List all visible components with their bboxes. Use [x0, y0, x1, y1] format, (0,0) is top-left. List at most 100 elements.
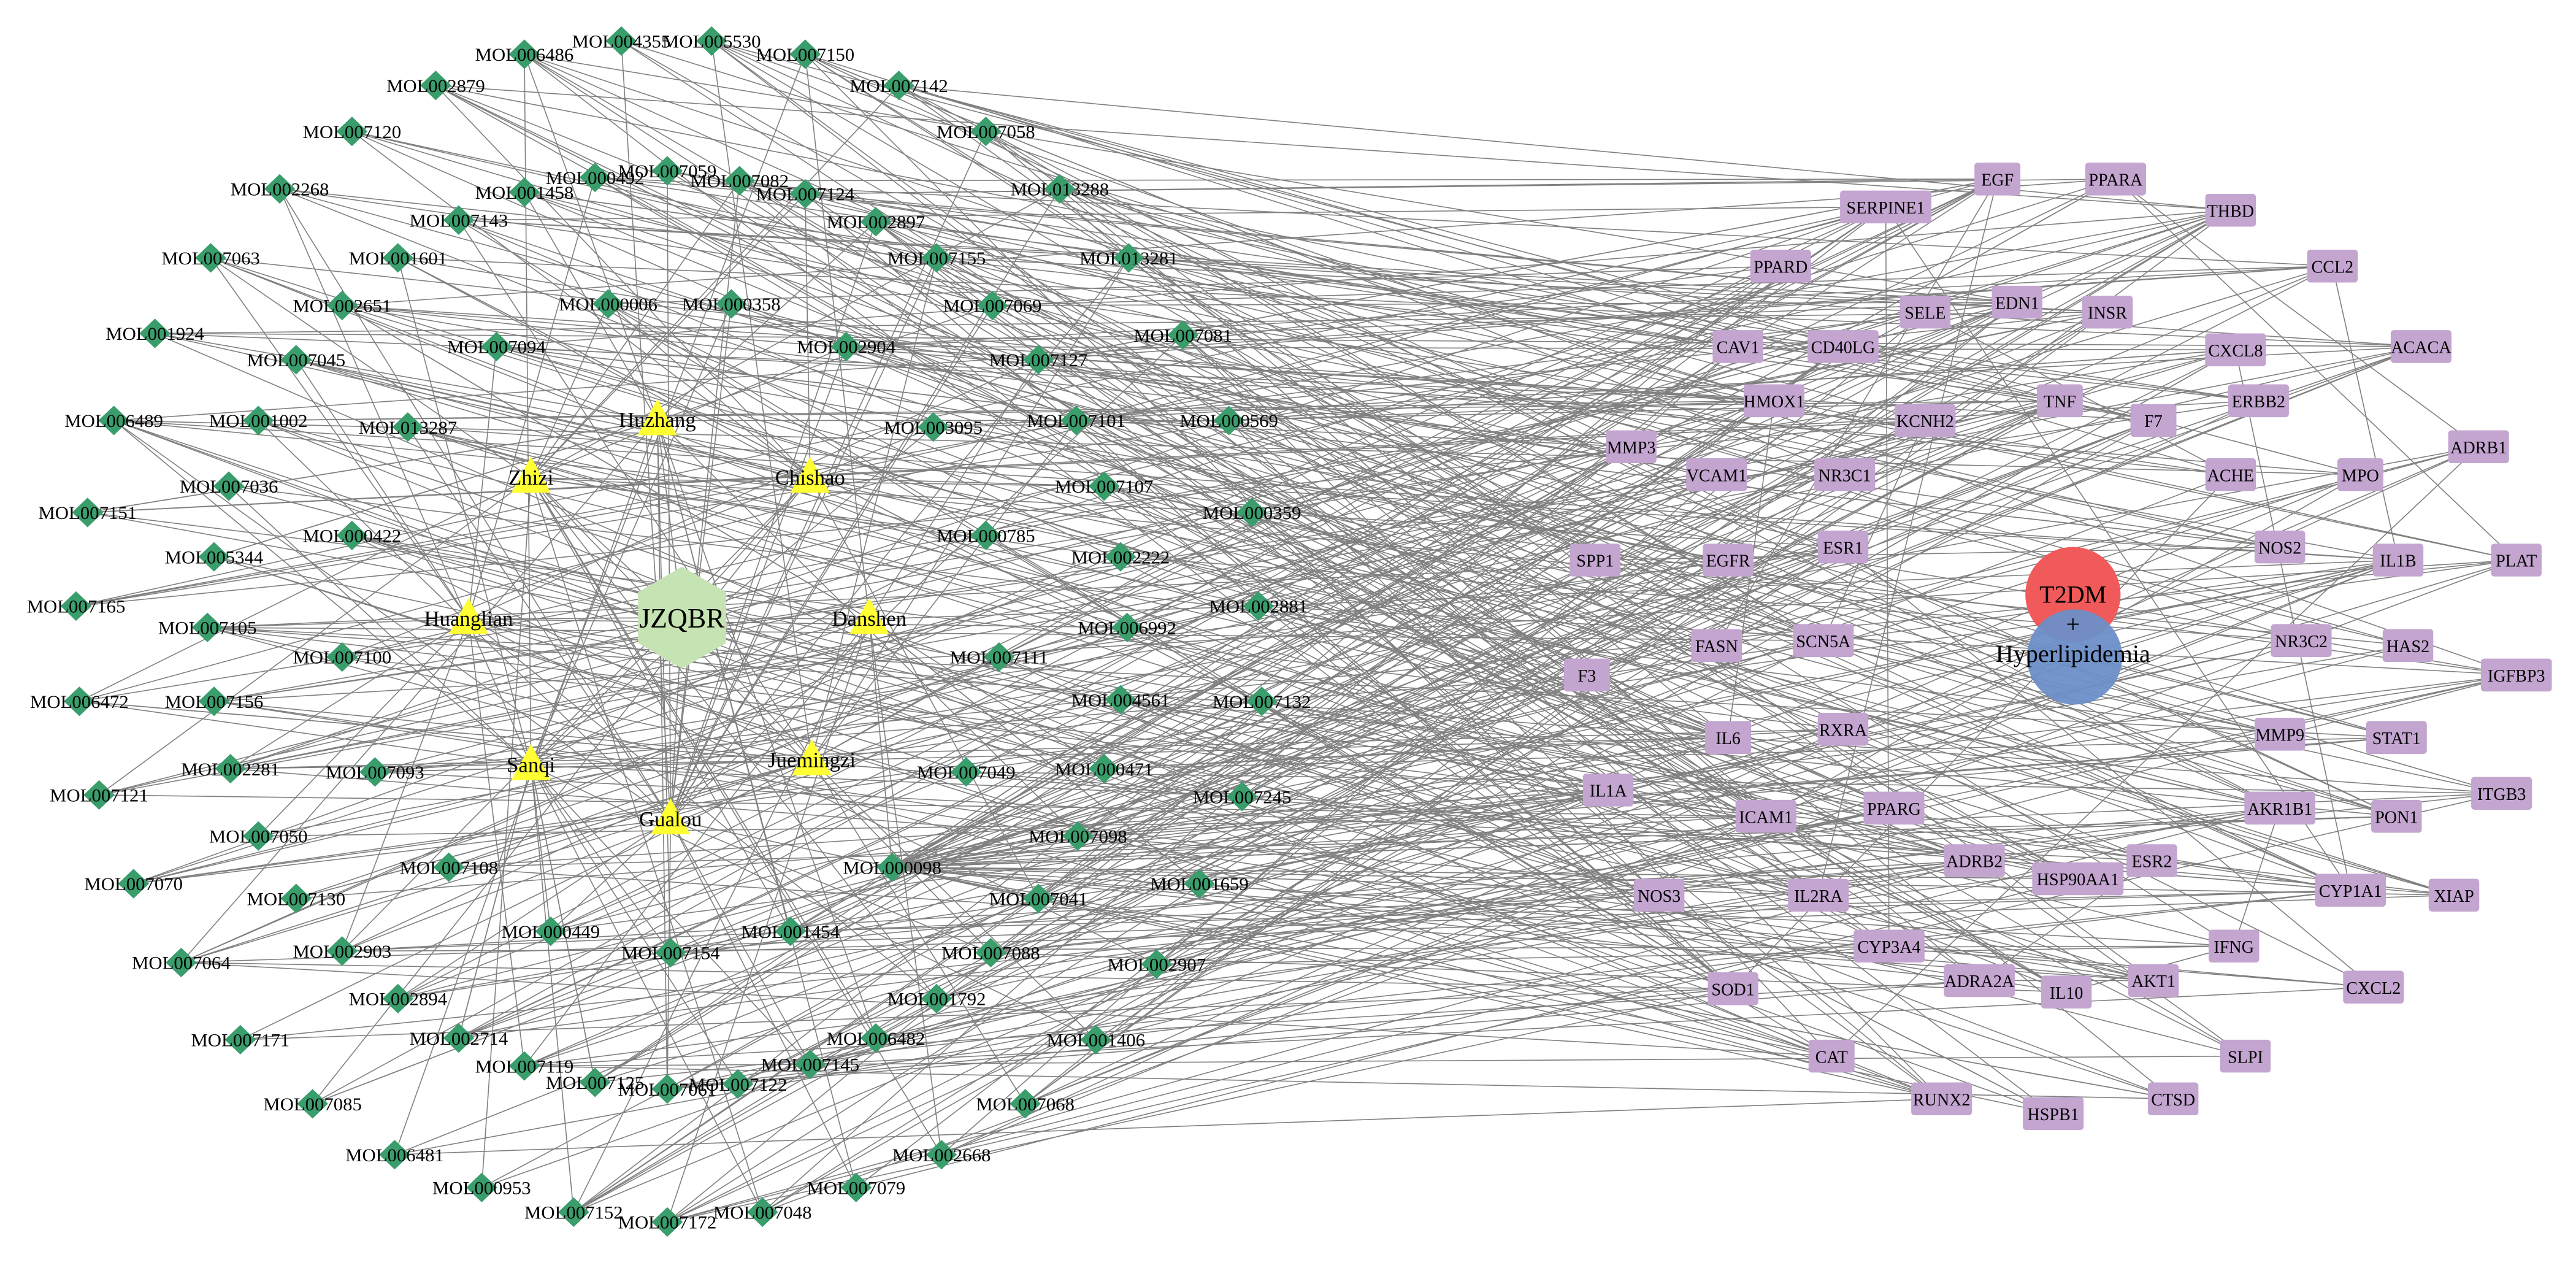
target-node[interactable]: PPARA — [2085, 163, 2146, 196]
target-node[interactable]: ACHE — [2205, 458, 2256, 491]
molecule-node[interactable]: MOL001792 — [887, 983, 986, 1013]
molecule-node[interactable]: MOL007063 — [161, 243, 260, 273]
target-node[interactable]: NOS3 — [1633, 878, 1685, 912]
target-node[interactable]: SPP1 — [1570, 544, 1620, 577]
molecule-node[interactable]: MOL006992 — [1078, 612, 1176, 642]
target-node[interactable]: IFNG — [2208, 929, 2260, 963]
target-node[interactable]: NOS2 — [2254, 530, 2306, 564]
target-node[interactable]: SOD1 — [1708, 972, 1758, 1005]
molecule-node[interactable]: MOL005530 — [662, 26, 761, 56]
molecule-node[interactable]: MOL002651 — [293, 290, 391, 321]
molecule-node[interactable]: MOL000098 — [843, 852, 941, 882]
molecule-node[interactable]: MOL007145 — [761, 1049, 860, 1080]
target-node[interactable]: F3 — [1563, 658, 1610, 692]
target-node[interactable]: SLPI — [2220, 1039, 2271, 1073]
molecule-node[interactable]: MOL007048 — [713, 1197, 812, 1228]
target-node[interactable]: MMP9 — [2254, 718, 2306, 751]
molecule-node[interactable]: MOL007079 — [807, 1172, 906, 1202]
molecule-node[interactable]: MOL007070 — [84, 869, 183, 899]
molecule-node[interactable]: MOL002897 — [827, 207, 926, 237]
target-node[interactable]: RUNX2 — [1911, 1082, 1972, 1115]
target-node[interactable]: CCL2 — [2307, 249, 2358, 283]
molecule-node[interactable]: MOL001601 — [348, 243, 447, 273]
target-node[interactable]: F7 — [2130, 404, 2177, 437]
molecule-node[interactable]: MOL000449 — [501, 916, 600, 947]
molecule-node[interactable]: MOL007045 — [247, 345, 345, 375]
herb-node[interactable]: Gualou — [639, 798, 702, 835]
molecule-node[interactable]: MOL002907 — [1107, 949, 1206, 979]
target-node[interactable]: ESR2 — [2126, 844, 2177, 877]
target-node[interactable]: HSP90AA1 — [2032, 862, 2124, 896]
target-node[interactable]: NR3C2 — [2271, 624, 2332, 657]
molecule-node[interactable]: MOL007130 — [247, 883, 345, 913]
molecule-node[interactable]: MOL007094 — [447, 331, 546, 362]
molecule-node[interactable]: MOL005344 — [165, 542, 264, 572]
target-node[interactable]: RXRA — [1817, 713, 1869, 746]
target-node[interactable]: ESR1 — [1817, 530, 1869, 564]
target-node[interactable]: ERBB2 — [2228, 384, 2289, 418]
molecule-node[interactable]: MOL007082 — [690, 166, 789, 196]
target-node[interactable]: THBD — [2205, 193, 2256, 227]
molecule-node[interactable]: MOL007124 — [756, 179, 855, 209]
target-node[interactable]: ITGB3 — [2471, 777, 2532, 810]
target-node[interactable]: INSR — [2082, 295, 2133, 329]
target-node[interactable]: CAV1 — [1712, 330, 1763, 363]
molecule-node[interactable]: MOL000785 — [937, 520, 1035, 550]
molecule-node[interactable]: MOL001458 — [475, 177, 574, 207]
molecule-node[interactable]: MOL002668 — [892, 1140, 991, 1170]
molecule-node[interactable]: MOL007068 — [976, 1089, 1075, 1119]
molecule-node[interactable]: MOL000359 — [1203, 498, 1301, 528]
molecule-node[interactable]: MOL007154 — [621, 937, 720, 968]
molecule-node[interactable]: MOL007088 — [941, 937, 1040, 968]
molecule-node[interactable]: MOL007081 — [1133, 320, 1232, 350]
molecule-node[interactable]: MOL007119 — [475, 1051, 574, 1081]
herb-node[interactable]: Zhizi — [508, 456, 553, 493]
target-node[interactable]: IGFBP3 — [2480, 658, 2552, 692]
target-node[interactable]: VCAM1 — [1686, 458, 1747, 491]
molecule-node[interactable]: MOL002894 — [348, 983, 447, 1013]
molecule-node[interactable]: MOL007142 — [849, 71, 948, 101]
molecule-node[interactable]: MOL006482 — [827, 1023, 926, 1053]
molecule-node[interactable]: MOL001454 — [741, 916, 840, 947]
molecule-node[interactable]: MOL007058 — [937, 117, 1035, 147]
molecule-node[interactable]: MOL007105 — [158, 612, 257, 642]
target-node[interactable]: IL2RA — [1788, 878, 1849, 912]
molecule-node[interactable]: MOL002881 — [1209, 591, 1308, 621]
molecule-node[interactable]: MOL007121 — [50, 780, 148, 810]
molecule-node[interactable]: MOL007120 — [303, 117, 402, 147]
target-node[interactable]: CYP3A4 — [1853, 929, 1925, 963]
molecule-node[interactable]: MOL007100 — [293, 642, 391, 672]
target-node[interactable]: ADRB1 — [2448, 430, 2509, 464]
target-node[interactable]: AKR1B1 — [2244, 791, 2316, 825]
target-node[interactable]: ACACA — [2390, 330, 2451, 363]
molecule-node[interactable]: MOL007098 — [1029, 821, 1127, 851]
target-node[interactable]: CTSD — [2147, 1082, 2199, 1115]
target-node[interactable]: SERPINE1 — [1840, 190, 1932, 224]
molecule-node[interactable]: MOL007059 — [618, 156, 717, 186]
molecule-node[interactable]: MOL004355 — [572, 26, 671, 56]
molecule-node[interactable]: MOL007111 — [949, 642, 1048, 672]
target-node[interactable]: XIAP — [2428, 878, 2480, 912]
target-node[interactable]: STAT1 — [2366, 721, 2427, 754]
molecule-node[interactable]: MOL007107 — [1055, 471, 1154, 501]
molecule-node[interactable]: MOL000471 — [1055, 753, 1154, 784]
molecule-node[interactable]: MOL000358 — [682, 289, 781, 319]
molecule-node[interactable]: MOL004561 — [1071, 685, 1170, 715]
molecule-node[interactable]: MOL000006 — [559, 289, 657, 319]
molecule-node[interactable]: MOL000953 — [432, 1172, 531, 1202]
molecule-node[interactable]: MOL007127 — [989, 345, 1088, 375]
molecule-node[interactable]: MOL007132 — [1213, 686, 1311, 717]
target-node[interactable]: IL6 — [1705, 721, 1752, 754]
target-node[interactable]: EGFR — [1703, 544, 1754, 577]
molecule-node[interactable]: MOL000422 — [303, 520, 402, 550]
molecule-node[interactable]: MOL007108 — [399, 852, 498, 882]
molecule-node[interactable]: MOL007093 — [326, 757, 424, 787]
molecule-node[interactable]: MOL007041 — [989, 883, 1088, 913]
target-node[interactable]: MMP3 — [1606, 430, 1657, 464]
target-node[interactable]: IL1B — [2372, 544, 2424, 577]
target-node[interactable]: ICAM1 — [1735, 799, 1796, 833]
target-node[interactable]: PPARD — [1750, 249, 1811, 283]
molecule-node[interactable]: MOL007036 — [180, 471, 278, 501]
disease-node[interactable]: T2DM + Hyperlipidemia — [1996, 547, 2150, 705]
target-node[interactable]: SCN5A — [1793, 624, 1854, 657]
